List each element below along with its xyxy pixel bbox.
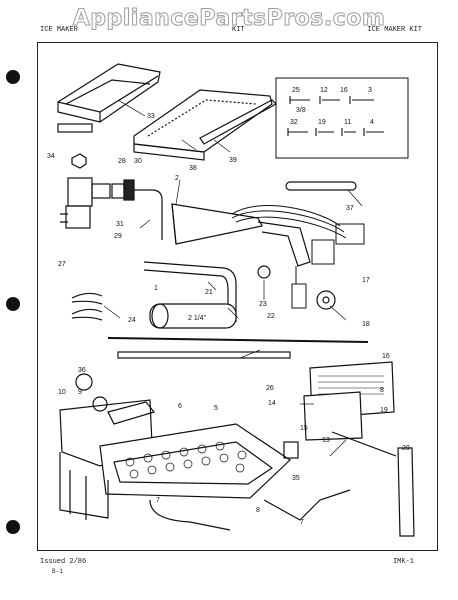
rubber-rod [285,181,357,191]
callout-7-left: 7 [156,497,160,504]
cover-panel [303,361,395,441]
clip-upper [71,292,103,305]
watermark-logo: AppliancePartsPros.com [72,6,386,32]
callout-9: 9 [78,389,82,396]
callout-12: 12 [320,87,328,94]
callout-36: 36 [78,367,86,374]
callout-38: 38 [189,165,197,172]
diagram-frame [37,42,438,551]
callout-28: 28 [118,158,126,165]
callout-19-panel: 19 [380,407,388,414]
callout-1: 1 [154,285,158,292]
harness-wire [149,499,231,531]
callout-3: 3 [368,87,372,94]
callout-19: 19 [318,119,326,126]
binder-hole-top [6,70,20,84]
header-right: ICE MAKER KIT [367,26,422,34]
dim-tube: 2 1/4" [188,315,207,322]
compression-fitting [111,179,163,240]
l-bracket [143,261,237,322]
callout-13: 13 [322,437,330,444]
binder-hole-middle [6,297,20,311]
cable-tie [117,351,291,359]
callout-18: 18 [362,321,370,328]
callout-33: 33 [147,113,155,120]
retainer-strip [397,447,415,537]
callout-20: 20 [402,445,410,452]
callout-8: 8 [256,507,260,514]
header-mid: KIT [232,26,245,34]
ice-shelf [133,89,273,161]
callout-5: 5 [214,405,218,412]
callout-39: 39 [229,157,237,164]
icemaker-assembly [59,373,299,520]
callout-17: 17 [362,277,370,284]
binder-hole-bottom [6,520,20,534]
fill-tube [171,203,311,267]
callout-23: 23 [259,301,267,308]
footer-sub: B-1 [52,568,63,575]
callout-8-panel: 8 [380,387,384,394]
callout-27: 27 [58,261,66,268]
callout-15: 15 [300,425,308,432]
callout-11: 11 [344,119,351,126]
hose-clamp [257,265,271,279]
header-left: ICE MAKER [40,26,78,34]
washer [316,290,336,310]
callout-32: 32 [290,119,298,126]
callout-22: 22 [267,313,275,320]
callout-14: 14 [268,400,276,407]
page-code: IMK-1 [392,558,414,566]
callout-2: 2 [175,175,179,182]
callout-16: 16 [340,87,348,94]
clip-lower [71,308,103,321]
nut [71,153,87,169]
callout-37: 37 [346,205,354,212]
callout-25: 25 [292,87,300,94]
callout-21: 21 [205,289,213,296]
callout-6: 6 [178,403,182,410]
callout-10: 10 [58,389,66,396]
water-valve [60,177,111,229]
bin-strip [57,123,93,133]
callout-30: 30 [134,158,142,165]
callout-26: 26 [266,385,274,392]
dim-screw: 3/8 [296,107,306,114]
callout-34: 34 [47,153,55,160]
callout-4: 4 [370,119,374,126]
callout-7-right: 7 [300,519,304,526]
callout-24: 24 [128,317,136,324]
ice-bin [57,63,161,123]
callout-16-panel: 16 [382,353,390,360]
ice-mold-cups [125,441,247,479]
callout-35: 35 [292,475,300,482]
callout-31: 31 [116,221,124,228]
long-rod [107,337,369,343]
callout-29: 29 [114,233,122,240]
wire-harness [231,205,365,309]
issued-date: Issued 2/86 [40,558,87,566]
hardware-inset [275,77,409,159]
